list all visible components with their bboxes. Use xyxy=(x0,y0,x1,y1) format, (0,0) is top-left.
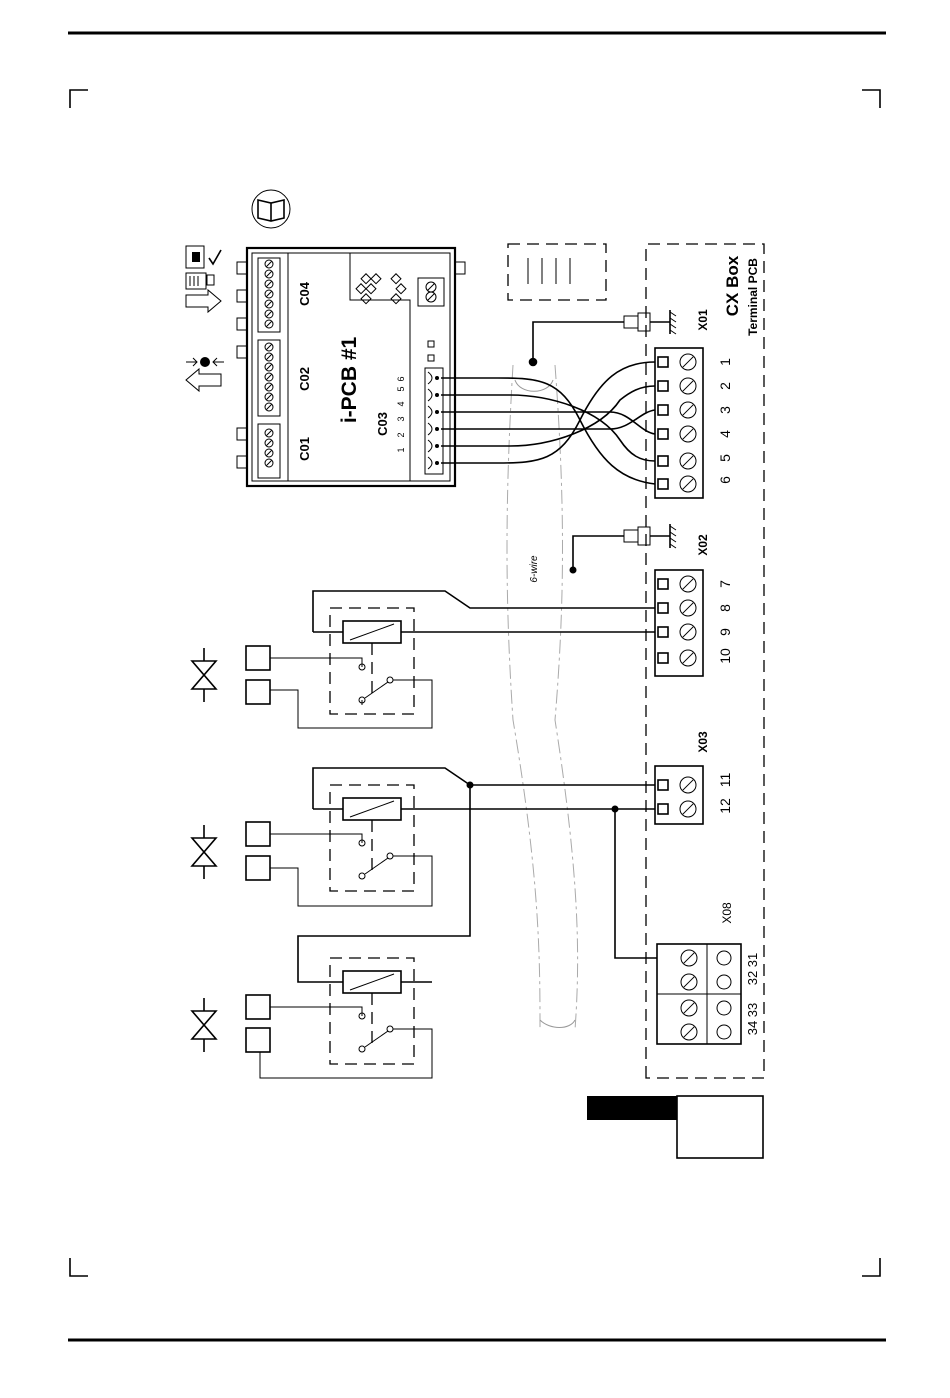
terminal-clamp xyxy=(658,357,668,367)
terminal-number: 7 xyxy=(717,580,733,588)
install-check-icon xyxy=(186,246,221,268)
terminal-number: 6 xyxy=(717,476,733,484)
x03-block xyxy=(655,766,703,824)
c01-block xyxy=(258,424,280,478)
c04-block xyxy=(258,258,280,332)
relay-3 xyxy=(246,785,657,1078)
cable-bundle xyxy=(507,365,578,1030)
terminal-clamp xyxy=(658,579,668,589)
ground-connector-x02 xyxy=(570,524,677,574)
terminal-blocks xyxy=(655,348,741,1044)
sensor-icon xyxy=(186,357,224,367)
terminal-clamp xyxy=(658,780,668,790)
cx-box-title: CX Box xyxy=(723,255,742,316)
x08-label: X08 xyxy=(720,902,734,924)
label-c03: C03 xyxy=(375,412,390,436)
c03-pin-number: 5 xyxy=(396,386,406,391)
terminal-clamp xyxy=(658,429,668,439)
x08-pair-lower: 34 33 xyxy=(745,1003,760,1036)
terminal-socket xyxy=(717,1025,731,1039)
c03-pin-number: 6 xyxy=(396,376,406,381)
terminal-number: 12 xyxy=(717,798,733,814)
terminal-socket xyxy=(717,1001,731,1015)
terminal-number: 9 xyxy=(717,628,733,636)
label-c02: C02 xyxy=(297,367,312,391)
optional-board-lines xyxy=(528,258,570,284)
terminal-clamp xyxy=(658,479,668,489)
c03-pin-number: 1 xyxy=(396,447,406,452)
c03-pin-number: 2 xyxy=(396,432,406,437)
terminal-number: 3 xyxy=(717,406,733,414)
relay-2 xyxy=(246,768,655,906)
terminal-number: 4 xyxy=(717,430,733,438)
title-block xyxy=(587,1096,763,1158)
x08-pair-upper: 32 31 xyxy=(745,953,760,986)
terminal-socket xyxy=(717,951,731,965)
arrow-right-icon xyxy=(186,290,221,312)
terminal-number: 10 xyxy=(717,648,733,664)
terminal-number: 2 xyxy=(717,382,733,390)
terminal-clamp xyxy=(658,804,668,814)
pcb-title: i-PCB #1 xyxy=(338,337,361,424)
x01-block xyxy=(655,348,703,498)
cable-label: 6-wire xyxy=(529,555,540,583)
c03-pin-number: 3 xyxy=(396,416,406,421)
terminal-clamp xyxy=(658,405,668,415)
terminal-number: 1 xyxy=(717,358,733,366)
valve-2-icon xyxy=(192,825,216,879)
x01-wiring xyxy=(441,322,655,484)
terminal-clamp xyxy=(658,627,668,637)
terminal-number: 5 xyxy=(717,454,733,462)
relay-1 xyxy=(246,591,655,728)
x03-label: X03 xyxy=(696,731,710,753)
terminal-number: 8 xyxy=(717,604,733,612)
label-c04: C04 xyxy=(297,281,312,306)
x01-label: X01 xyxy=(696,309,710,331)
terminal-clamp xyxy=(658,653,668,663)
terminal-clamp xyxy=(658,603,668,613)
terminal-clamp xyxy=(658,456,668,466)
c03-block xyxy=(425,368,443,474)
ground-connector-x01 xyxy=(624,310,676,334)
manual-book-icon xyxy=(252,190,290,228)
valve-1-icon xyxy=(192,648,216,702)
cx-box-subtitle: Terminal PCB xyxy=(746,258,760,336)
terminal-clamp xyxy=(658,381,668,391)
panel-icon xyxy=(186,273,214,289)
c03-pin-number: 4 xyxy=(396,401,406,406)
c03-pin-numbers: 1 2 3 4 5 6 xyxy=(396,376,406,452)
optional-board xyxy=(508,244,606,300)
valve-3-icon xyxy=(192,998,216,1052)
terminal-socket xyxy=(717,975,731,989)
x02-label: X02 xyxy=(696,534,710,556)
label-c01: C01 xyxy=(297,437,312,461)
arrow-left-icon xyxy=(186,369,221,391)
terminal-number: 11 xyxy=(717,773,733,788)
